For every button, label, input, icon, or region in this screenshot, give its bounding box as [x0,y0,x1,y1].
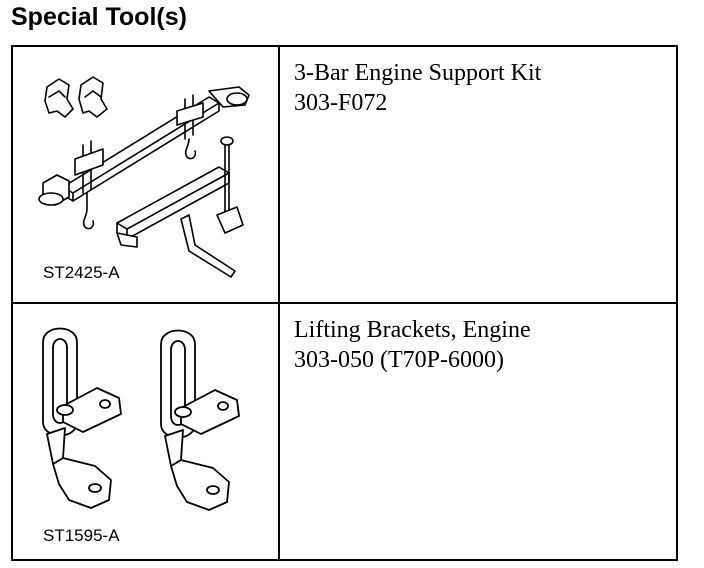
illustration-cell: ST1595-A [13,304,280,559]
tool-number: 303-050 (T70P-6000) [294,347,504,373]
engine-support-kit-icon [38,76,250,278]
tool-name: 3-Bar Engine Support Kit [294,60,542,86]
illustration-cell: ST2425-A [13,47,280,302]
page-title: Special Tool(s) [11,3,187,31]
tool-name: Lifting Brackets, Engine [294,317,531,343]
tool-description-cell: 3-Bar Engine Support Kit 303-F072 [282,47,676,302]
table-row: ST2425-A 3-Bar Engine Support Kit 303-F0… [13,47,676,304]
tool-description-cell: Lifting Brackets, Engine 303-050 (T70P-6… [282,304,676,559]
illustration-code: ST1595-A [43,526,120,545]
tool-number: 303-F072 [294,90,388,116]
illustration-code: ST2425-A [43,263,120,282]
special-tools-table: ST2425-A 3-Bar Engine Support Kit 303-F0… [11,45,678,561]
lifting-brackets-icon [42,327,240,511]
table-row: ST1595-A Lifting Brackets, Engine 303-05… [13,304,676,559]
